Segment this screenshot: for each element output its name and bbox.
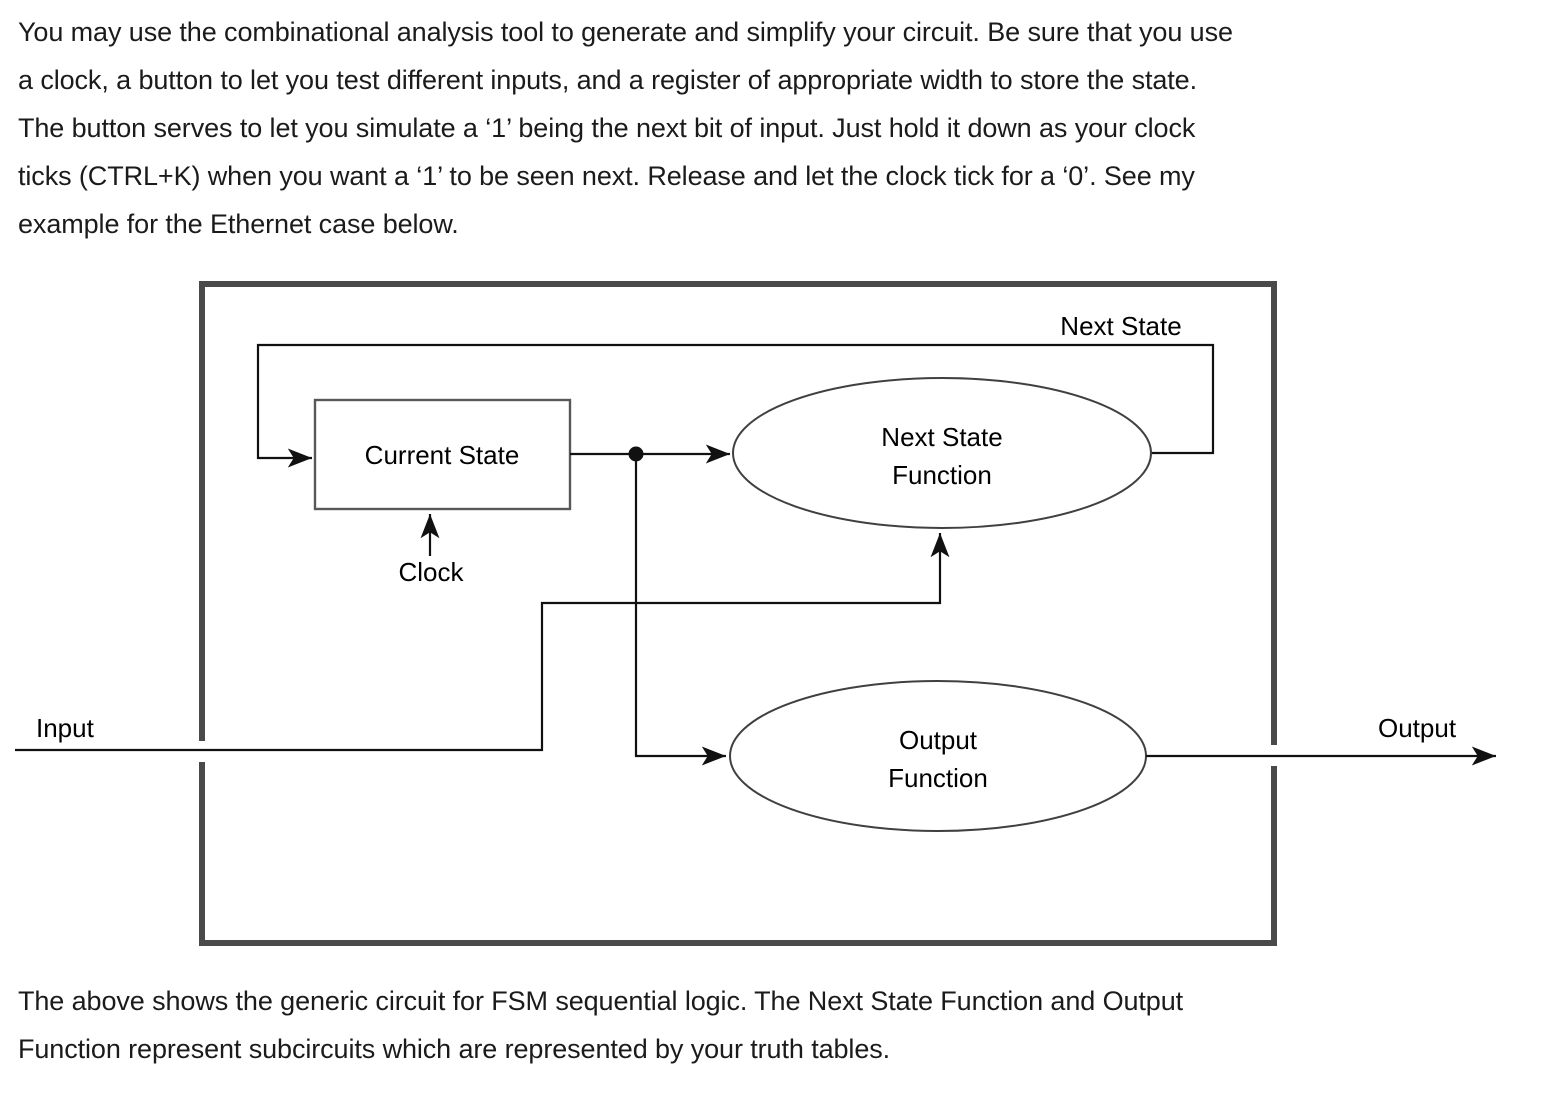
- current-state-box: [313, 398, 572, 511]
- closing-line-1: The above shows the generic circuit for …: [18, 986, 1184, 1016]
- next-state-label: Next State: [1060, 311, 1181, 341]
- intro-line-3: The button serves to let you simulate a …: [18, 113, 1196, 143]
- of-label-line1: Output: [899, 725, 978, 755]
- state-to-of-wire: [634, 454, 726, 766]
- border-gap-input: [196, 741, 209, 762]
- intro-line-4: ticks (CTRL+K) when you want a ‘1’ to be…: [18, 161, 1195, 191]
- intro-line-2: a clock, a button to let you test differ…: [18, 65, 1198, 95]
- current-state-label: Current State: [365, 440, 520, 470]
- intro-line-1: You may use the combinational analysis t…: [18, 17, 1233, 47]
- input-wire: [15, 533, 950, 752]
- next-state-function-ellipse: [732, 377, 1152, 529]
- closing-line-2: Function represent subcircuits which are…: [18, 1034, 891, 1064]
- intro-paragraph: You may use the combinational analysis t…: [18, 8, 1233, 248]
- input-label: Input: [36, 713, 95, 743]
- nsf-label-line1: Next State: [881, 422, 1002, 452]
- output-label: Output: [1378, 713, 1457, 743]
- of-label-line2: Function: [888, 763, 988, 793]
- output-function-ellipse: [729, 680, 1147, 832]
- diagram-outer-border: [199, 281, 1277, 946]
- junction-dot: [628, 446, 644, 462]
- intro-line-5: example for the Ethernet case below.: [18, 209, 459, 239]
- feedback-wire: [256, 343, 1215, 468]
- nsf-label-line2: Function: [892, 460, 992, 490]
- closing-paragraph: The above shows the generic circuit for …: [18, 977, 1183, 1073]
- clock-label: Clock: [398, 557, 464, 587]
